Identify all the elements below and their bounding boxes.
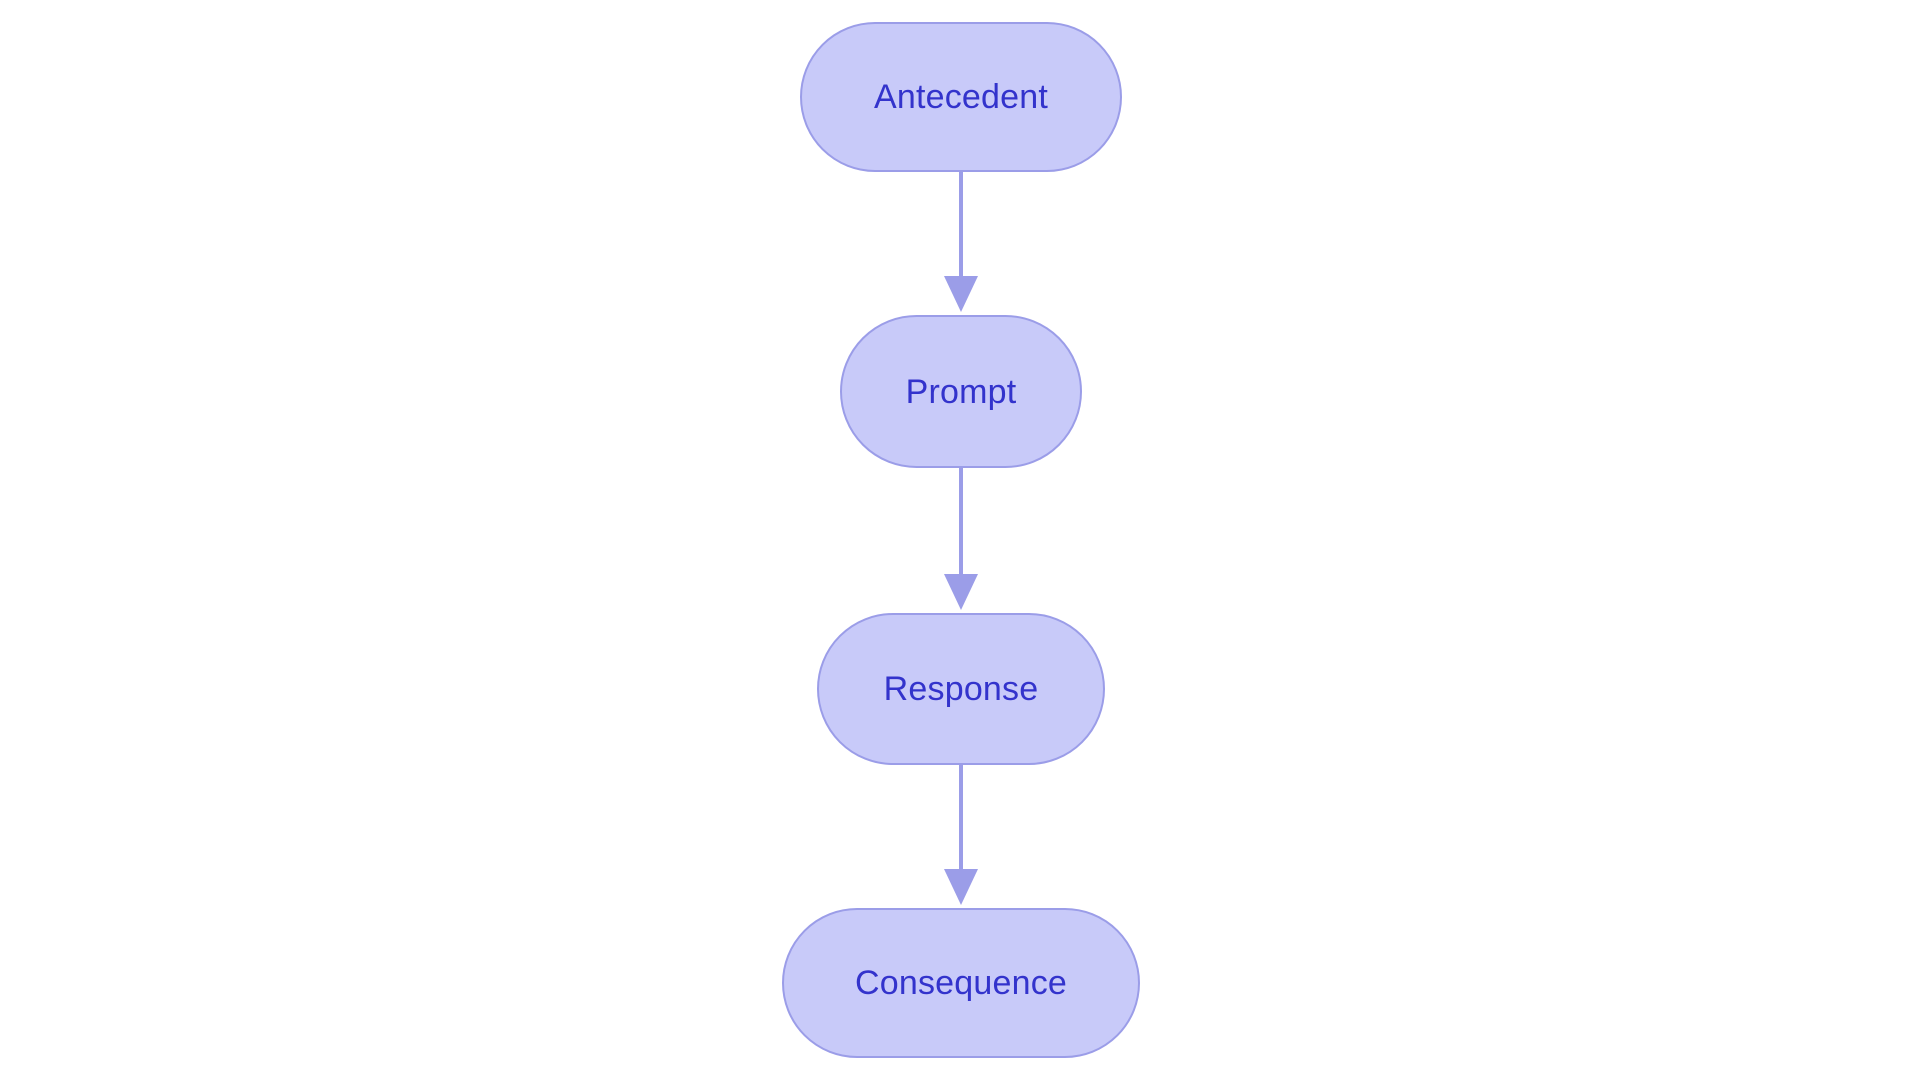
flow-node-label: Prompt [905, 372, 1017, 411]
flow-node-label: Response [883, 670, 1039, 708]
arrowhead-icon [944, 869, 978, 905]
flow-node-label: Antecedent [873, 78, 1049, 116]
flow-node-consequence[interactable]: Consequence [782, 908, 1140, 1058]
flow-node-label: Consequence [854, 964, 1068, 1002]
arrowhead-icon [944, 574, 978, 610]
flow-node-antecedent[interactable]: Antecedent [800, 22, 1122, 172]
arrowhead-icon [944, 276, 978, 312]
flow-node-response[interactable]: Response [817, 613, 1105, 765]
flow-node-prompt[interactable]: Prompt [840, 315, 1082, 468]
